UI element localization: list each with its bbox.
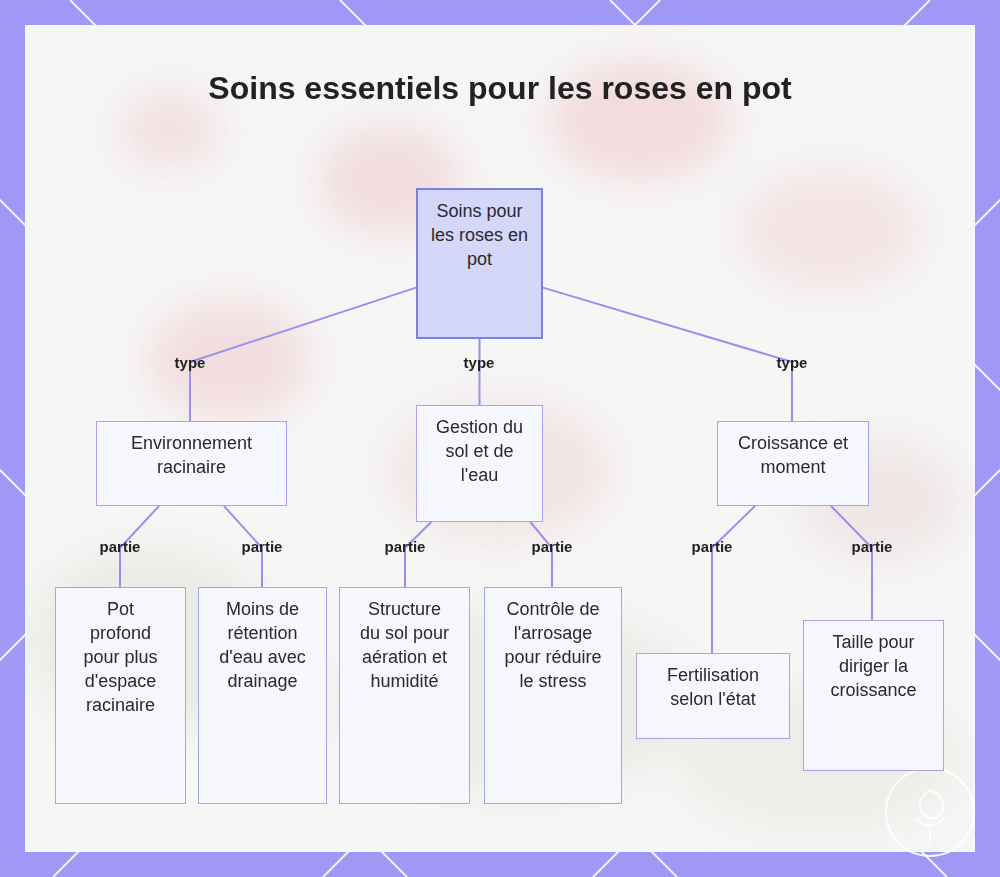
edge-label: type bbox=[175, 354, 206, 371]
node-label: Gestion du sol et de l'eau bbox=[429, 415, 530, 487]
connector bbox=[530, 522, 552, 587]
root-box: Soins pour les roses en pot bbox=[416, 188, 543, 339]
node-label: Moins de rétention d'eau avec drainage bbox=[217, 597, 308, 693]
connector bbox=[712, 506, 755, 653]
concept-box: Contrôle de l'arrosage pour réduire le s… bbox=[484, 587, 622, 804]
node-label: Structure du sol pour aération et humidi… bbox=[358, 597, 451, 693]
node-label: Soins pour les roses en pot bbox=[430, 199, 529, 271]
node-label: Pot profond pour plus d'espace racinaire bbox=[76, 597, 165, 717]
edge-label: partie bbox=[385, 538, 426, 555]
panel-veil bbox=[25, 25, 975, 852]
edge-label: partie bbox=[532, 538, 573, 555]
concept-box: Pot profond pour plus d'espace racinaire bbox=[55, 587, 186, 804]
node-label: Fertilisation selon l'état bbox=[647, 663, 779, 711]
concept-box: Fertilisation selon l'état bbox=[636, 653, 790, 739]
edge-label: partie bbox=[692, 538, 733, 555]
concept-box: Environnement racinaire bbox=[96, 421, 287, 506]
edge-label: partie bbox=[242, 538, 283, 555]
node-label: Taille pour diriger la croissance bbox=[816, 630, 931, 702]
concept-box: Taille pour diriger la croissance bbox=[803, 620, 944, 771]
connector bbox=[831, 506, 872, 620]
node-label: Croissance et moment bbox=[728, 431, 858, 479]
connector bbox=[479, 339, 481, 405]
edge-label: partie bbox=[852, 538, 893, 555]
concept-box: Croissance et moment bbox=[717, 421, 869, 506]
concept-box: Moins de rétention d'eau avec drainage bbox=[198, 587, 327, 804]
panel bbox=[25, 25, 975, 852]
edge-label: type bbox=[464, 354, 495, 371]
connector bbox=[543, 288, 792, 421]
concept-box: Gestion du sol et de l'eau bbox=[416, 405, 543, 522]
logo-mark bbox=[886, 768, 974, 856]
concept-box: Structure du sol pour aération et humidi… bbox=[339, 587, 470, 804]
edge-label: type bbox=[777, 354, 808, 371]
node-label: Contrôle de l'arrosage pour réduire le s… bbox=[503, 597, 603, 693]
diagram-title: Soins essentiels pour les roses en pot bbox=[200, 68, 800, 108]
edge-label: partie bbox=[100, 538, 141, 555]
node-label: Environnement racinaire bbox=[107, 431, 276, 479]
connector bbox=[405, 522, 431, 587]
connector bbox=[190, 288, 416, 421]
